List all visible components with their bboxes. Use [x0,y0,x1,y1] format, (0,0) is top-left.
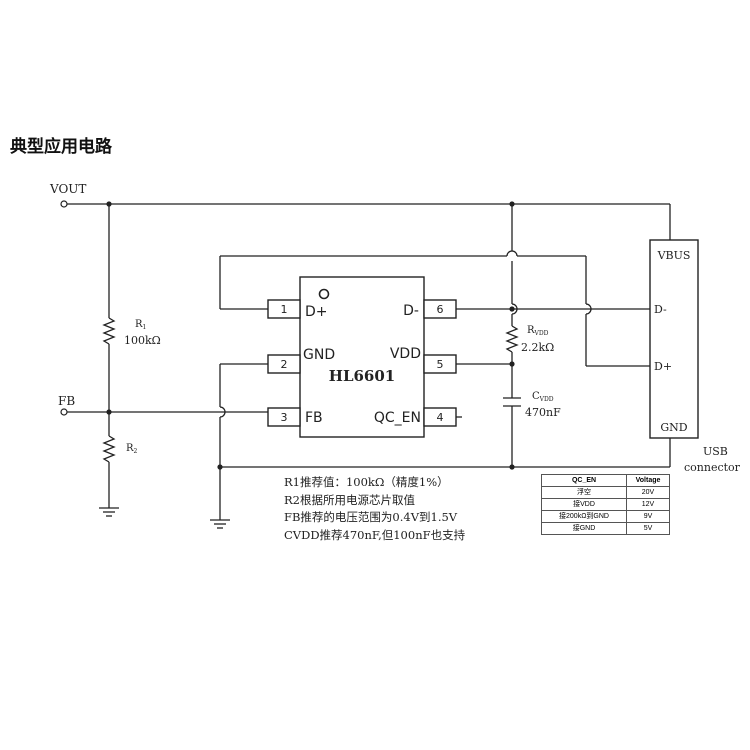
fb-terminal [60,408,68,416]
rvdd-zigzag [505,325,519,353]
pin-4 [423,407,457,427]
table-cell: 浮空 [540,486,628,499]
r1-label: R1 [135,319,146,331]
pin-1 [267,299,301,319]
pin-1-number: 1 [281,303,288,316]
usb-dplus-label: D+ [654,360,672,373]
table-cell: 接200kΩ到GND [540,510,628,523]
note-line: CVDD推荐470nF,但100nF也支持 [284,527,466,542]
ground-symbol-mid [210,519,230,529]
pin-4-label: QC_EN [374,410,421,426]
table-row: 浮空 20V [540,486,670,499]
chip-name: HL6601 [329,367,395,385]
junction-dots [106,201,515,470]
table-row: 接200kΩ到GND 9V [540,510,670,523]
usb-dminus-label: D- [654,303,667,316]
pin-6 [423,299,457,319]
pin-6-label: D- [403,303,419,319]
table-cell: 9V [626,510,670,523]
cvdd-label: CVDD [532,391,554,403]
rvdd-value: 2.2kΩ [521,341,554,354]
pin-3 [267,407,301,427]
pin-2 [267,354,301,374]
page-title: 典型应用电路 [10,137,112,157]
note-line: FB推荐的电压范围为0.4V到1.5V [284,510,458,524]
usb-connector [649,239,699,439]
r2-zigzag [102,435,116,463]
chip-hl6601 [267,276,457,438]
pin-2-label: GND [303,347,335,363]
table-row: 接VDD 12V [540,498,670,511]
table-cell: 20V [626,486,670,499]
table-row: 接GND 5V [540,522,670,535]
note-line: R2根据所用电源芯片取值 [284,492,415,507]
vout-label: VOUT [49,182,86,196]
table-header-row: QC_EN Voltage [540,474,670,487]
r1-value: 100kΩ [124,334,161,347]
rvdd-label: RVDD [527,325,549,337]
fb-label: FB [58,394,75,408]
vout-terminal [60,200,68,208]
pin-1-label: D+ [305,304,328,320]
usb-gnd-label: GND [660,421,687,434]
table-cell: 接GND [540,522,628,535]
note-line: R1推荐值：100kΩ（精度1%） [284,475,449,489]
table-cell: 12V [626,498,670,511]
cvdd-value: 470nF [525,406,561,419]
pin-5 [423,354,457,374]
pin-3-label: FB [305,410,323,426]
table-header-cell: QC_EN [540,474,628,487]
table-header-cell: Voltage [626,474,670,487]
pin-5-number: 5 [437,358,444,371]
pin-4-number: 4 [437,411,444,424]
ground-symbol-left [99,507,119,517]
usb-vbus-label: VBUS [657,249,691,262]
pin-6-number: 6 [437,303,444,316]
table-cell: 5V [626,522,670,535]
pin-2-number: 2 [281,358,288,371]
r1-zigzag [102,317,116,345]
usb-caption-line2: connector [684,461,741,474]
pin-3-number: 3 [281,411,288,424]
pin-5-label: VDD [390,346,421,362]
table-cell: 接VDD [540,498,628,511]
r2-label: R2 [126,443,138,455]
design-notes: R1推荐值：100kΩ（精度1%） R2根据所用电源芯片取值 FB推荐的电压范围… [284,474,465,544]
qc-en-voltage-table: QC_EN Voltage 浮空 20V 接VDD 12V 接200kΩ到GND… [540,474,670,535]
pin1-marker [318,288,330,300]
usb-caption-line1: USB [703,445,728,458]
